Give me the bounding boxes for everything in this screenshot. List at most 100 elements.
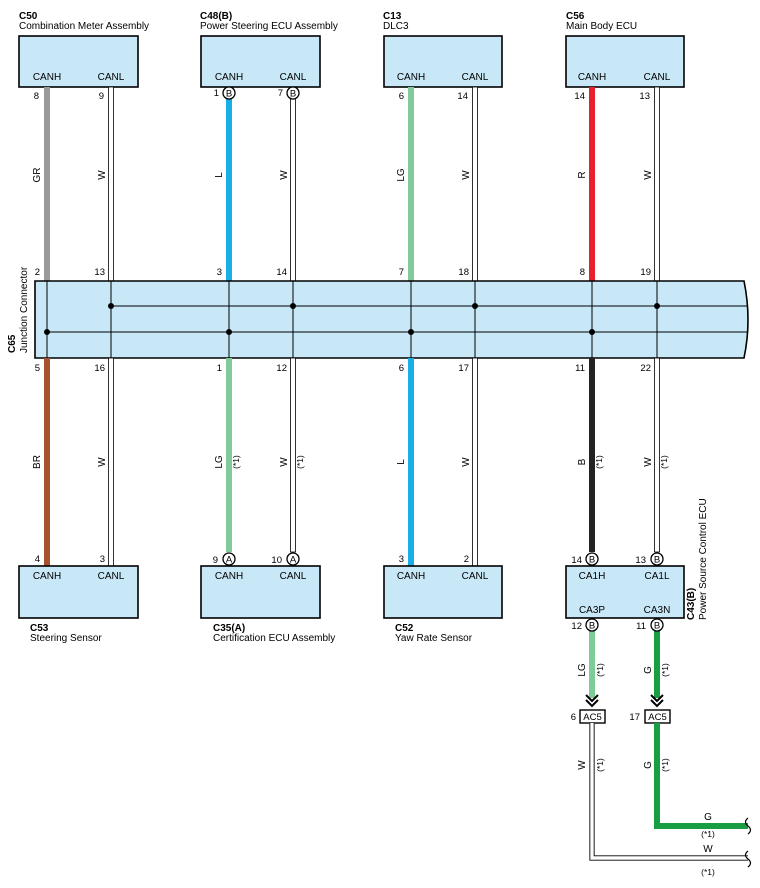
c43-ca3n-label: CA3N <box>644 605 671 616</box>
c35-box <box>200 565 321 619</box>
wire-ac5-n-note: (*1) <box>660 758 670 772</box>
wire-c43-ca1l <box>654 357 660 553</box>
wire-c13-canl <box>472 86 478 282</box>
c43-ca3p-label: CA3P <box>579 605 605 616</box>
c52-code: C52 <box>395 623 414 634</box>
wire-out-w-code: W <box>703 844 713 855</box>
c43-pin-1l: 13 <box>635 555 646 566</box>
wire-c56-canl <box>654 86 660 282</box>
wire-ac5-g <box>654 723 748 829</box>
lower-wires <box>44 357 660 567</box>
c35-name: Certification ECU Assembly <box>213 633 335 644</box>
ac5-pin-n: 17 <box>629 712 640 723</box>
wire-c35-l-code: W <box>279 457 290 467</box>
c43-mark-3p-circle <box>585 618 599 632</box>
c52-name: Yaw Rate Sensor <box>395 633 473 644</box>
c50-box <box>18 35 139 88</box>
c35-canl-label: CANL <box>280 571 307 582</box>
jc-bot-pin-2: 16 <box>94 363 105 374</box>
c53-canl-label: CANL <box>98 571 125 582</box>
c13-name: DLC3 <box>383 21 409 32</box>
upper-wires <box>44 86 660 282</box>
c43-mark-3n-circle <box>650 618 664 632</box>
jc-top-pin-3: 3 <box>217 267 222 278</box>
wire-c56-h-code: R <box>577 171 588 178</box>
c13-pin-l: 14 <box>457 91 468 102</box>
c52-canl-label: CANL <box>462 571 489 582</box>
c35-mark-l: A <box>290 555 297 566</box>
c53-canh-label: CANH <box>33 571 61 582</box>
c48-pin-l: 7 <box>278 88 283 99</box>
wire-c13-canh <box>408 87 414 281</box>
c35-mark-h-circle <box>222 552 236 566</box>
c43-mark-1h-circle <box>585 552 599 566</box>
c35-code: C35(A) <box>213 623 245 634</box>
jc-bot-pin-7: 11 <box>575 363 585 374</box>
junction-bus-lines <box>46 281 748 358</box>
wire-c43-l-code: W <box>643 457 654 467</box>
c48-canl-label: CANL <box>280 72 307 83</box>
c35-canh-label: CANH <box>215 571 243 582</box>
c35-mark-l-circle <box>286 552 300 566</box>
wire-out-g-note: (*1) <box>701 829 715 839</box>
c48-canh-label: CANH <box>215 72 243 83</box>
c48-name: Power Steering ECU Assembly <box>200 21 338 32</box>
wire-c52-canh <box>408 358 414 566</box>
wire-c43-h-note: (*1) <box>594 455 604 469</box>
c50-pin-l: 9 <box>99 91 104 102</box>
wire-c56-l-code: W <box>643 170 654 180</box>
wire-c43-n-note: (*1) <box>660 663 670 677</box>
wire-c13-l-code: W <box>461 170 472 180</box>
wire-c35-h-note: (*1) <box>231 455 241 469</box>
wire-c43-ca3p <box>589 631 595 698</box>
wire-c53-canl <box>108 357 114 567</box>
c13-canh-label: CANH <box>397 72 425 83</box>
c43-box <box>565 565 685 619</box>
c53-name: Steering Sensor <box>30 633 102 644</box>
c53-pin-h: 4 <box>35 554 40 565</box>
c50-canh-label: CANH <box>33 72 61 83</box>
wire-c43-n-code: G <box>643 666 654 674</box>
jc-bot-pin-1: 5 <box>35 363 40 374</box>
wire-c35-h-code: LG <box>214 455 225 469</box>
c52-box <box>383 565 503 619</box>
wire-c48-canl <box>290 95 296 282</box>
junction-connector <box>34 280 749 359</box>
c43-pin-3n: 11 <box>636 621 646 632</box>
wire-c53-l-code: W <box>97 457 108 467</box>
c56-box <box>565 35 685 88</box>
c43-mark-1l: B <box>654 555 660 566</box>
wire-c43-ca3n <box>654 631 660 698</box>
ac5-n-label: AC5 <box>648 712 666 723</box>
c53-code: C53 <box>30 623 49 634</box>
junction-splice-dots <box>44 303 660 335</box>
wire-c35-canl <box>290 357 296 553</box>
wire-c53-h-code: BR <box>32 455 43 469</box>
jc-top-pin-5: 7 <box>399 267 404 278</box>
wire-c13-h-code: LG <box>396 168 407 182</box>
wire-c52-canl <box>472 357 478 567</box>
c43-pin-3p: 12 <box>571 621 582 632</box>
wire-c50-l-code: W <box>97 170 108 180</box>
wire-c35-canh <box>226 358 232 552</box>
ac5-p-label: AC5 <box>583 712 601 723</box>
wire-c52-h-code: L <box>396 459 407 465</box>
c43-ca1h-label: CA1H <box>579 571 606 582</box>
wire-break-icon <box>744 817 752 835</box>
c13-pin-h: 6 <box>399 91 404 102</box>
c50-name: Combination Meter Assembly <box>19 21 149 32</box>
c56-name: Main Body ECU <box>566 21 637 32</box>
wire-c43-p-note: (*1) <box>595 663 605 677</box>
c50-canl-label: CANL <box>98 72 125 83</box>
junction-code: C65 <box>7 334 18 353</box>
jc-bot-pin-8: 22 <box>640 363 651 374</box>
c48-mark-l: B <box>290 89 296 100</box>
wire-c50-canl <box>108 86 114 282</box>
c13-code: C13 <box>383 11 402 22</box>
wire-c43-h-code: B <box>577 458 588 465</box>
wire-ac5-w-outline <box>589 723 748 861</box>
c48-box <box>200 35 321 88</box>
wire-c50-canh <box>44 87 50 281</box>
c43-code: C43(B) <box>686 588 697 620</box>
